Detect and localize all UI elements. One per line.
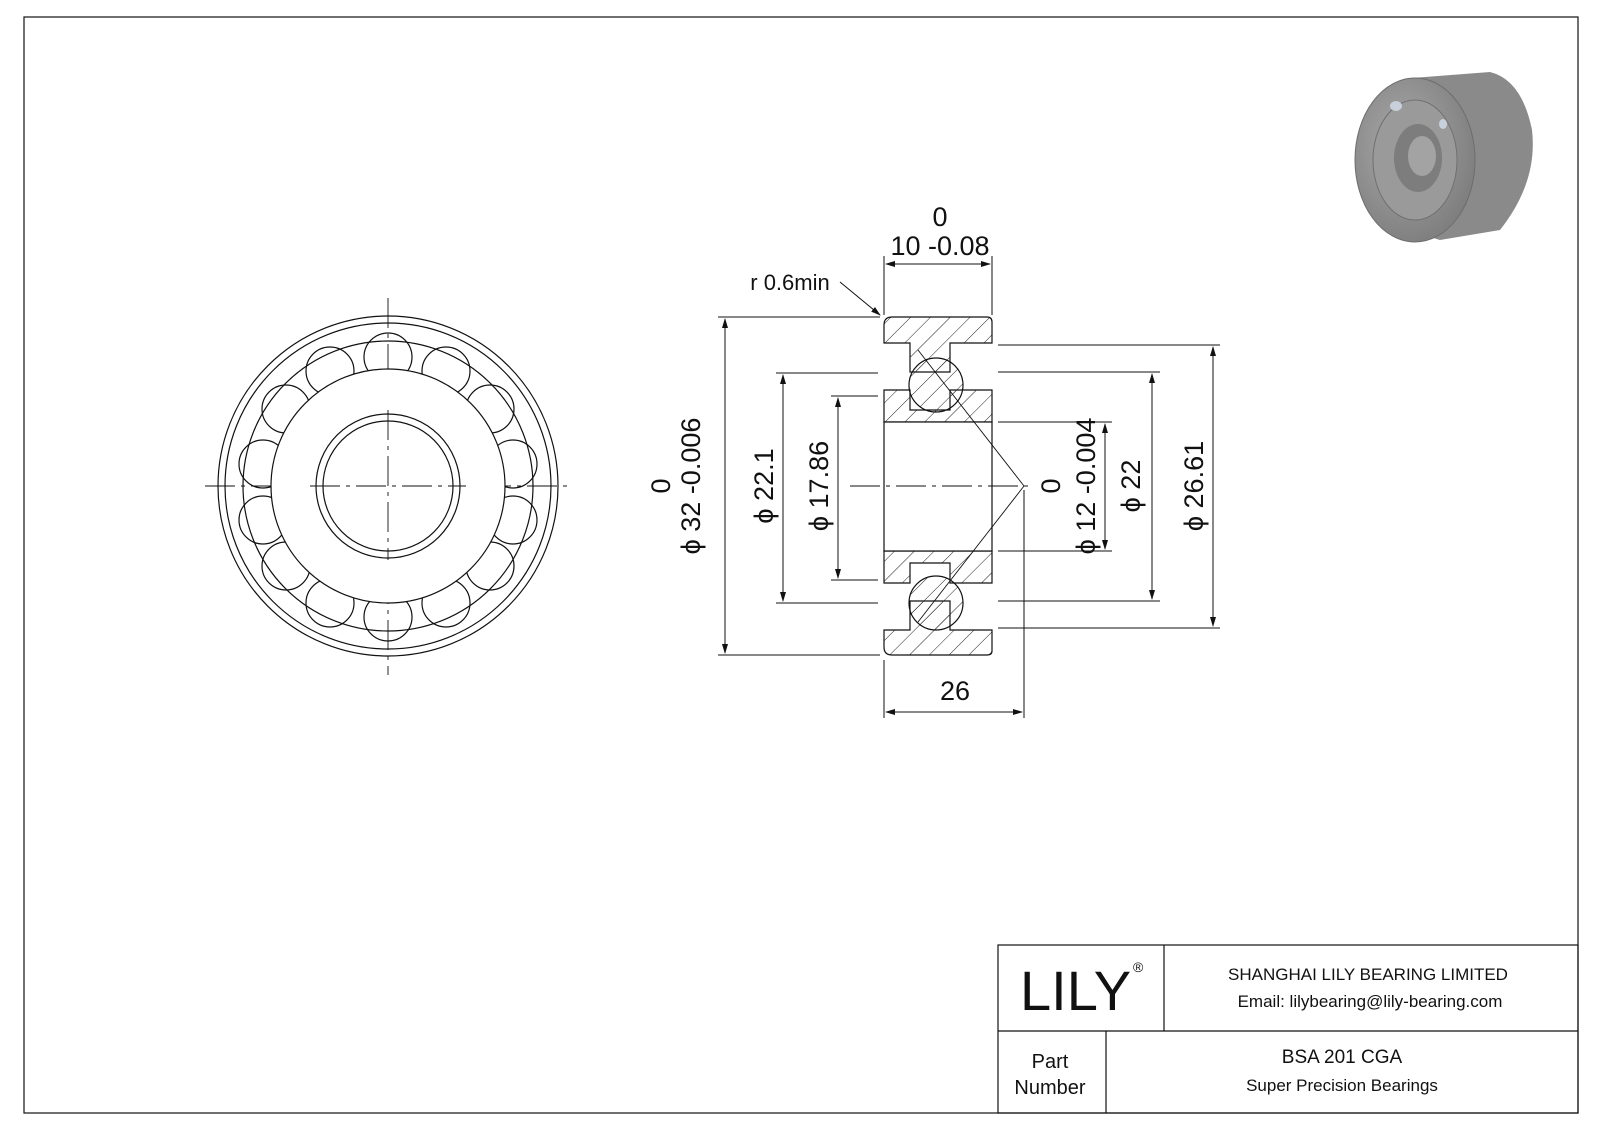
outer-diameter-dimension: ϕ 32 -0.006: [676, 418, 706, 555]
outer-ring-outline: [217, 315, 559, 657]
diameter-17-86-dimension: ϕ 17.86: [804, 441, 834, 531]
diameter-22-1-dimension: ϕ 22.1: [749, 448, 779, 523]
lily-logo: LILY: [1020, 959, 1131, 1022]
title-block-text: LILY ® SHANGHAI LILY BEARING LIMITED Ema…: [1014, 959, 1508, 1099]
front-view: [205, 298, 570, 675]
outer-ring-chamfer: [224, 322, 552, 650]
diameter-22-dimension: ϕ 22: [1116, 460, 1146, 513]
bore-diameter-dimension: ϕ 12 -0.004: [1071, 418, 1101, 555]
part-label: Part: [1032, 1051, 1069, 1073]
dimension-lines: [718, 256, 1220, 718]
section-view: [850, 316, 1030, 656]
bore-upper-tol: 0: [1036, 478, 1066, 493]
fillet-radius-label: r 0.6min: [750, 270, 829, 295]
bearing-3d-render: [1354, 72, 1533, 243]
title-block: [997, 944, 1579, 1114]
company-email: Email: lilybearing@lily-bearing.com: [1238, 992, 1503, 1011]
part-description: Super Precision Bearings: [1246, 1076, 1438, 1095]
part-number: BSA 201 CGA: [1282, 1047, 1403, 1068]
width-dimension: 10 -0.08: [890, 231, 989, 261]
outer-ring-inner: [242, 340, 534, 632]
diameter-26-61-dimension: ϕ 26.61: [1179, 441, 1209, 531]
dimension-texts: 0 10 -0.08 r 0.6min ϕ 32 -0.006 0 ϕ 22.1…: [646, 202, 1209, 706]
width-upper-tol: 0: [932, 202, 947, 232]
offset-26-dimension: 26: [940, 676, 970, 706]
number-label: Number: [1014, 1077, 1085, 1099]
outer-upper-tol: 0: [646, 478, 676, 493]
sheet-border: [23, 16, 1579, 1114]
company-name: SHANGHAI LILY BEARING LIMITED: [1228, 965, 1508, 984]
registered-mark: ®: [1133, 959, 1144, 975]
